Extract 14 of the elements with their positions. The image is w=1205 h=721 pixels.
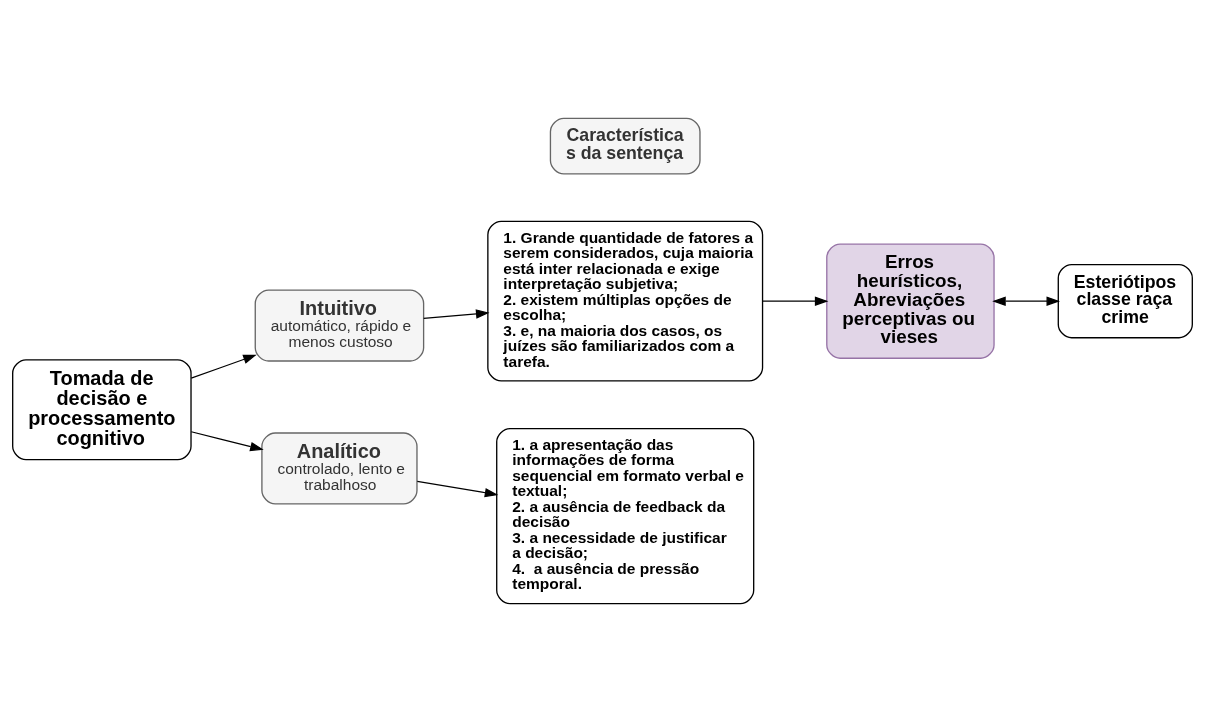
arrow (992, 295, 1061, 306)
arrow (762, 295, 829, 306)
node-box: Intuitivo automático, rápido e menos custoso (254, 288, 425, 362)
arrow (423, 308, 490, 319)
node-box: Analítico controlado, lento e trabalhoso (261, 431, 418, 505)
node-box: Erros heurísticos, Abreviações perceptivas ou vieses (826, 243, 995, 359)
node-box: Tomada de decisão e processamento cognitivo (12, 358, 192, 460)
node-box: 1. Grande quantidade de fatores a serem considerados, cuja maioria está inter relacionada e exige interpretação subjetiva; 2. existem múltiplas opções de escolha; 3. e, na maioria dos casos, os juízes são familiarizados com a tarefa. (487, 220, 764, 382)
arrow (190, 354, 257, 379)
node-box: Esteriótipos classe raça crime (1057, 263, 1193, 338)
arrow (416, 480, 499, 497)
node-box: 1. a apresentação das informações de forma sequencial em formato verbal e textual; 2. a ausência de feedback da decisão 3. a necessidade de justificar a decisão; 4. a ausência de pressão temporal. (496, 427, 755, 604)
node-box: Características da sentença (549, 117, 701, 174)
arrow (190, 430, 264, 451)
